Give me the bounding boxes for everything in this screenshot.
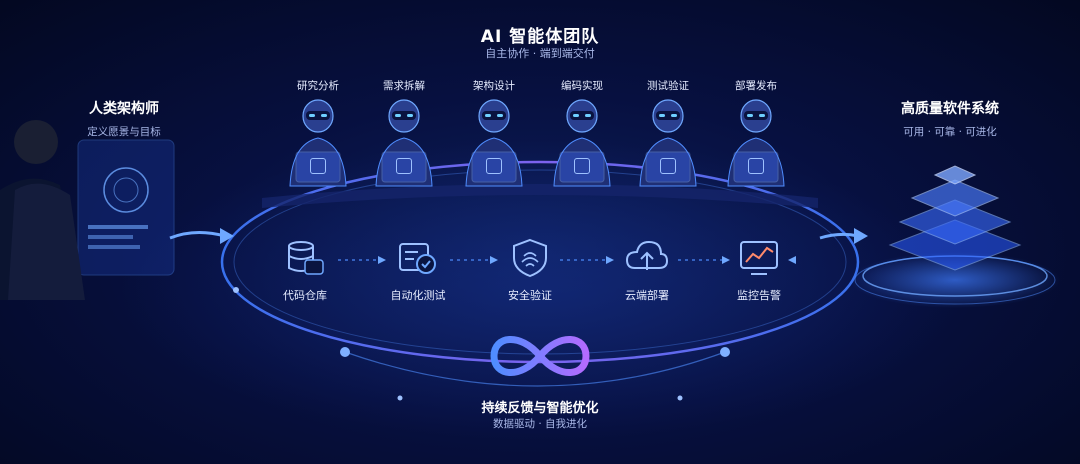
test-check-icon: [399, 243, 436, 274]
feedback-node-left: [340, 347, 350, 357]
software-system-subtitle: 可用 · 可靠 · 可进化: [903, 126, 997, 138]
feedback-title: 持续反馈与智能优化: [481, 401, 599, 416]
software-system-figure: [850, 165, 1060, 308]
agent-robot-6: [727, 99, 785, 187]
human-architect-title: 人类架构师: [89, 101, 159, 117]
software-system-block: 高质量软件系统 可用 · 可靠 · 可进化: [880, 98, 1020, 139]
cube-icon: [486, 158, 502, 174]
agent-robot-3: [465, 99, 523, 187]
pipeline-step-label: 安全验证: [508, 289, 552, 302]
human-architect-block: 人类架构师 定义愿景与目标: [74, 98, 174, 139]
checklist-icon: [396, 158, 412, 174]
magnifier-icon: [310, 158, 326, 174]
page-title: AI 智能体团队: [480, 27, 600, 47]
agent-robot-1: [289, 99, 347, 187]
human-architect-figure: [0, 120, 175, 300]
agent-desk: [262, 184, 818, 208]
ring-node-bottom-right: [677, 395, 683, 401]
software-system-title: 高质量软件系统: [901, 101, 999, 117]
floor-glow: [120, 140, 960, 440]
pipeline-step-label: 监控告警: [737, 289, 781, 302]
agent-label: 架构设计: [473, 80, 515, 92]
page-subtitle: 自主协作 · 端到端交付: [485, 47, 595, 60]
pipeline-step-label: 云端部署: [625, 289, 669, 302]
ring-node-left: [233, 287, 239, 293]
agent-robot-2: [375, 99, 433, 187]
infinity-icon: [490, 336, 590, 376]
feedback-node-right: [720, 347, 730, 357]
agent-label: 部署发布: [735, 80, 777, 92]
agent-label: 研究分析: [297, 80, 339, 92]
agent-label: 需求拆解: [383, 80, 425, 92]
agent-robot-4: [553, 99, 611, 187]
pipeline-arrowheads: [378, 256, 796, 264]
feedback-arc: [344, 351, 726, 387]
human-architect-subtitle: 定义愿景与目标: [87, 126, 161, 138]
agent-robot-5: [639, 99, 697, 187]
fingerprint-shield-icon: [513, 238, 547, 278]
pipeline-step-label: 代码仓库: [283, 289, 327, 302]
agent-label: 编码实现: [561, 80, 603, 92]
tablet-icon: [748, 158, 764, 174]
cloud-upload-icon: [625, 240, 669, 270]
shield-check-icon: [660, 158, 676, 174]
workflow-ring-outer: [220, 160, 860, 364]
pipeline-step-label: 自动化测试: [390, 289, 446, 302]
left-arrow-head: [220, 228, 234, 244]
agent-label: 测试验证: [647, 80, 689, 92]
code-screen-icon: [574, 158, 590, 174]
ring-node-bottom-left: [397, 395, 403, 401]
right-arrow-head: [854, 228, 868, 244]
database-code-icon: [288, 241, 324, 275]
feedback-subtitle: 数据驱动 · 自我进化: [492, 418, 587, 430]
monitor-chart-icon: [740, 241, 778, 275]
